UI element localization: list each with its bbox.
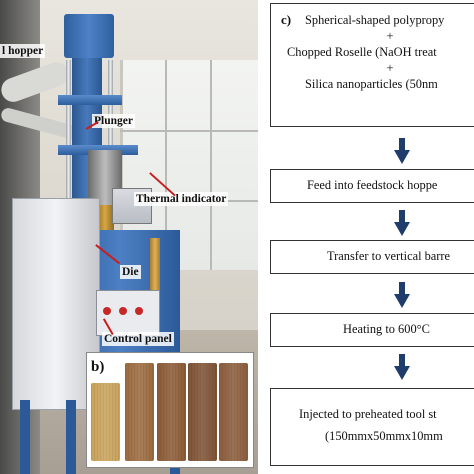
down-arrow-icon xyxy=(394,210,410,236)
process-flowchart: c) Spherical-shaped polypropy + Chopped … xyxy=(266,0,474,474)
panel-c-tag: c) xyxy=(281,12,292,27)
panel-b-tag: b) xyxy=(91,359,105,375)
down-arrow-icon xyxy=(394,354,410,380)
window-bar xyxy=(165,60,167,270)
step-heating-text: Heating to 600°C xyxy=(343,322,430,336)
step-transfer-text: Transfer to vertical barre xyxy=(327,249,451,263)
control-knob xyxy=(135,307,143,315)
control-knob xyxy=(103,307,111,315)
composite-sample xyxy=(91,383,120,461)
window-bar xyxy=(210,60,212,270)
material-polypropylene: Spherical-shaped polypropy xyxy=(305,13,445,27)
composite-sample xyxy=(188,363,217,461)
machine-leg xyxy=(66,400,76,474)
label-control-panel: Control panel xyxy=(102,332,174,346)
step-feed: Feed into feedstock hoppe xyxy=(270,169,474,203)
plus-sign: + xyxy=(386,29,394,43)
label-hopper: l hopper xyxy=(0,44,46,58)
step-feed-text: Feed into feedstock hoppe xyxy=(307,178,438,192)
composite-sample xyxy=(219,363,248,461)
label-thermal-indicator: Thermal indicator xyxy=(134,192,229,206)
samples-inset: b) xyxy=(86,352,254,468)
composite-sample xyxy=(125,363,154,461)
materials-box: c) Spherical-shaped polypropy + Chopped … xyxy=(270,3,474,127)
composite-sample xyxy=(157,363,186,461)
die-heater xyxy=(150,238,160,308)
machine-photo: l hopper Plunger Thermal indicator Die C… xyxy=(0,0,258,474)
step-injection: Injected to preheated tool st (150mmx50m… xyxy=(270,388,474,466)
machine-plate xyxy=(58,95,122,105)
window-bar xyxy=(120,130,258,132)
step-heating: Heating to 600°C xyxy=(270,313,474,347)
step-injection-text: Injected to preheated tool st xyxy=(299,407,437,421)
machine-top-cylinder xyxy=(64,14,114,58)
step-transfer: Transfer to vertical barre xyxy=(270,240,474,274)
down-arrow-icon xyxy=(394,138,410,164)
guide-rod xyxy=(108,60,113,210)
control-panel-box xyxy=(96,290,160,336)
material-roselle: Chopped Roselle (NaOH treat xyxy=(287,45,437,59)
label-plunger: Plunger xyxy=(92,114,135,128)
electrical-cabinet xyxy=(12,198,100,410)
guide-rod xyxy=(66,60,71,210)
down-arrow-icon xyxy=(394,282,410,308)
material-silica: Silica nanoparticles (50nm xyxy=(305,77,438,91)
plus-sign: + xyxy=(386,61,394,75)
machine-leg xyxy=(20,400,30,474)
label-die: Die xyxy=(120,265,141,279)
mold-dimensions-text: (150mmx50mmx10mm xyxy=(325,429,443,443)
control-knob xyxy=(119,307,127,315)
